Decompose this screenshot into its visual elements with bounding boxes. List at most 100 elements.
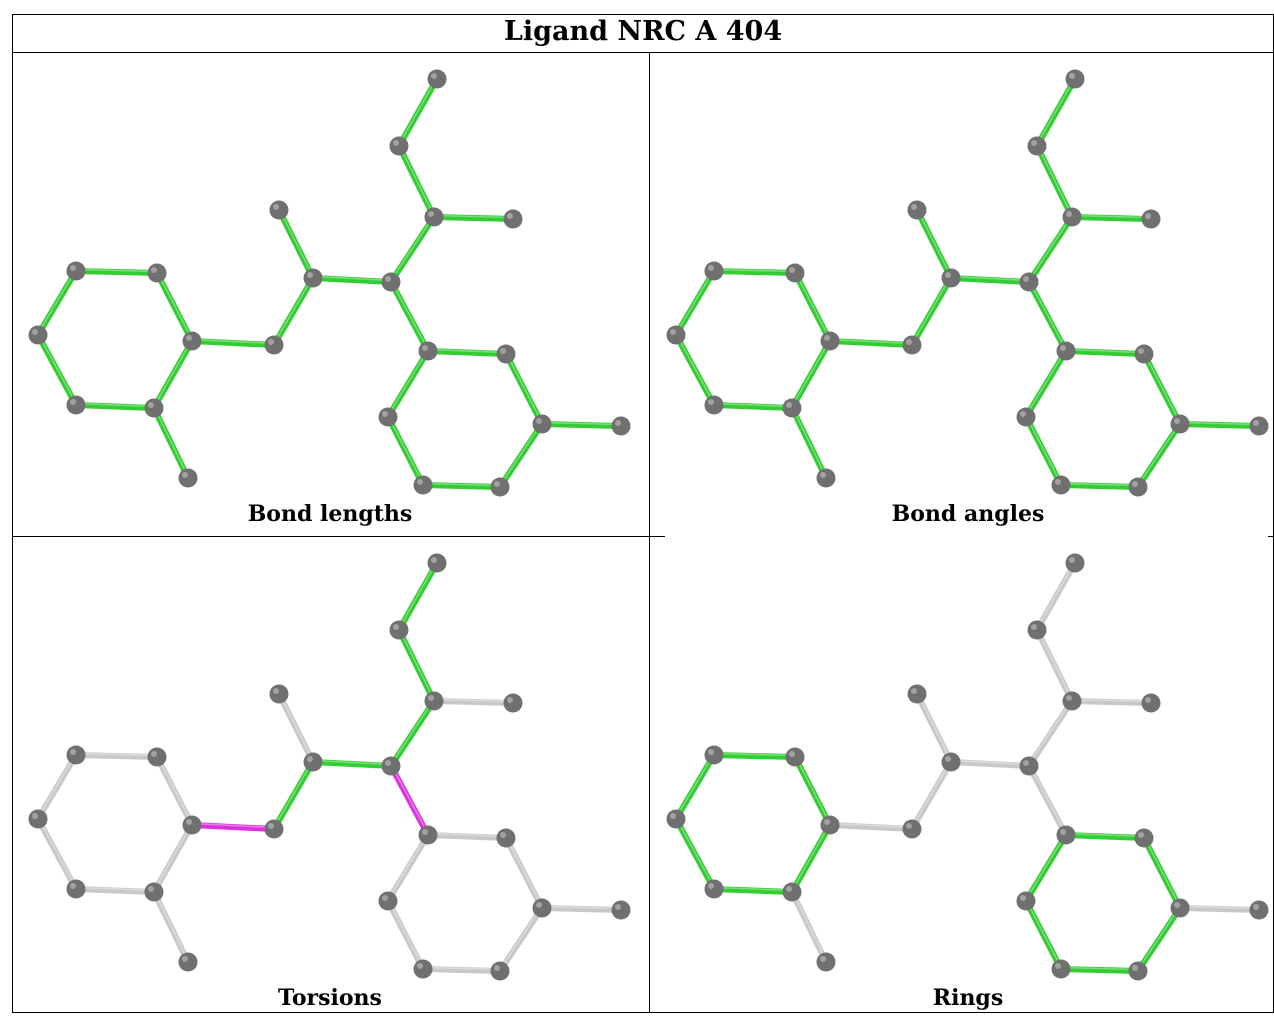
bond-highlight [1065, 832, 1145, 838]
bond-highlight [153, 406, 189, 477]
atom [66, 395, 86, 415]
bond [396, 560, 440, 633]
atom [178, 468, 198, 488]
bond [497, 421, 545, 490]
bond-highlight [1036, 77, 1076, 145]
bond-highlight [156, 271, 193, 340]
bond-highlight [1028, 699, 1073, 765]
panel-bond-lengths: Bond lengths [12, 53, 648, 536]
bond-highlight [390, 764, 429, 834]
bond [539, 905, 624, 913]
atom [264, 819, 284, 839]
atom-shine [500, 348, 506, 354]
bond [310, 759, 394, 769]
bond-highlight [390, 699, 435, 765]
atom-shine [1055, 479, 1061, 485]
atom-shine [1031, 624, 1037, 630]
panel-torsions: Torsions [12, 537, 648, 1020]
atom [1134, 828, 1154, 848]
bond [420, 966, 503, 974]
bond-highlight [422, 966, 501, 971]
atom [1141, 693, 1161, 713]
atom [816, 952, 836, 972]
atom-shine [385, 760, 391, 766]
bond [948, 759, 1032, 769]
atom [611, 900, 631, 920]
bond-highlight [191, 338, 275, 345]
bond [1034, 627, 1075, 704]
bond [789, 338, 833, 411]
bond-highlight [75, 752, 158, 757]
bond-highlight [713, 402, 793, 408]
bond [914, 207, 954, 281]
panel-rings: Rings [650, 537, 1274, 1020]
bond [792, 754, 833, 828]
atom-shine [1020, 895, 1026, 901]
bond-highlight [1025, 833, 1067, 900]
bond-highlight [916, 208, 952, 277]
bond-highlight [713, 886, 793, 892]
atom [704, 745, 724, 765]
bond [385, 414, 426, 488]
bond [909, 275, 954, 348]
atom-shine [1031, 140, 1037, 146]
atom-shine [708, 749, 714, 755]
bond-highlight [541, 421, 622, 426]
bond [396, 76, 440, 149]
bond [73, 886, 157, 895]
atom-shine [182, 956, 188, 962]
bond-highlight [1071, 698, 1152, 703]
atom-shine [786, 886, 792, 892]
bond-highlight [1025, 899, 1062, 968]
atom [1141, 209, 1161, 229]
bond-highlight [387, 349, 429, 416]
atom-shine [273, 688, 279, 694]
atom-shine [1023, 760, 1029, 766]
atom-shine [507, 213, 513, 219]
atom-shine [1069, 73, 1075, 79]
atom-shine [615, 420, 621, 426]
bond [73, 268, 160, 276]
atom-shine [824, 335, 830, 341]
bond [1026, 698, 1075, 769]
atom-shine [307, 272, 313, 278]
bond [1058, 966, 1141, 974]
bond [1023, 348, 1069, 420]
atom [1019, 756, 1039, 776]
atom [496, 344, 516, 364]
bond [388, 214, 437, 285]
bond [1069, 214, 1154, 222]
atom-shine [431, 73, 437, 79]
atom-shine [1132, 965, 1138, 971]
bond [1023, 414, 1064, 488]
bond-highlight [273, 760, 314, 828]
bond [276, 691, 316, 765]
atom [269, 200, 289, 220]
bond-highlight [675, 333, 715, 404]
atom [820, 331, 840, 351]
bond [711, 268, 798, 276]
atom-shine [186, 819, 192, 825]
bond-highlight [1036, 628, 1073, 700]
atom-shine [32, 329, 38, 335]
atom-shine [945, 272, 951, 278]
atom-shine [494, 481, 500, 487]
atom [427, 69, 447, 89]
bond-highlight [499, 906, 543, 970]
atom-shine [786, 402, 792, 408]
atom-shine [1060, 829, 1066, 835]
atom [704, 395, 724, 415]
bond-highlight [387, 833, 429, 900]
bond-highlight [422, 482, 501, 487]
bond [425, 348, 509, 357]
atom-shine [148, 886, 154, 892]
atom-shine [273, 204, 279, 210]
atom-shine [151, 267, 157, 273]
atom-shine [1145, 697, 1151, 703]
bond [388, 763, 431, 838]
bond [1177, 905, 1262, 913]
atom [1051, 959, 1071, 979]
atom [1128, 477, 1148, 497]
bond [503, 351, 545, 427]
bond-highlight [1060, 482, 1139, 487]
